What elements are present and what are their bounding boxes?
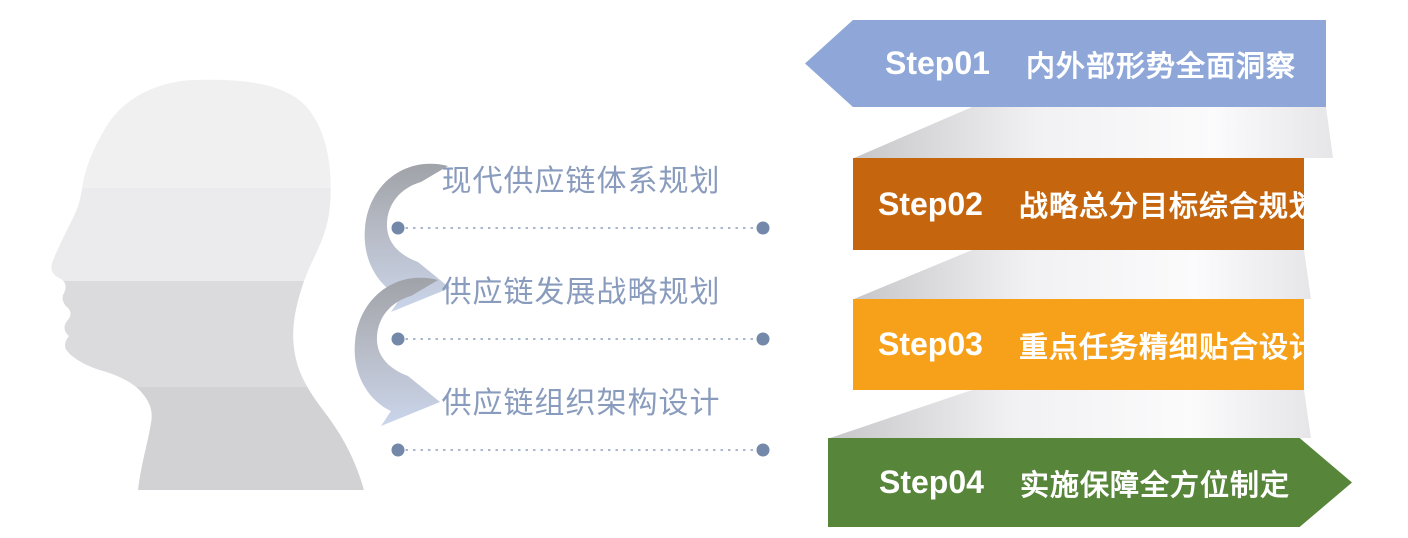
plan-label-modern-supply-chain: 现代供应链体系规划 (441, 165, 721, 198)
plan-label-development-strategy: 供应链发展战略规划 (441, 276, 721, 309)
head-silhouette-icon (51, 79, 364, 490)
step-1-label: 内外部形势全面洞察 (1025, 50, 1296, 83)
ribbon-connectors (830, 107, 1333, 438)
ribbon-3 (830, 390, 1311, 438)
step-3-label: 重点任务精细贴合设计 (1018, 331, 1319, 364)
connector-end-dots (391, 221, 770, 457)
dotted-connectors (398, 227, 763, 451)
step-4-id: Step04 (879, 464, 984, 500)
step-4-label: 实施保障全方位制定 (1019, 469, 1290, 502)
step-3-id: Step03 (878, 326, 983, 362)
step-banner-1: Step01 内外部形势全面洞察 (805, 20, 1326, 107)
plan-label-organization-design: 供应链组织架构设计 (441, 387, 721, 420)
step-banner-2: Step02 战略总分目标综合规划 (853, 158, 1318, 250)
ribbon-2 (854, 250, 1311, 299)
step-2-label: 战略总分目标综合规划 (1018, 191, 1319, 223)
step-banner-3: Step03 重点任务精细贴合设计 (853, 299, 1318, 390)
step-2-id: Step02 (878, 185, 983, 222)
step-banner-4: Step04 实施保障全方位制定 (828, 438, 1352, 527)
ribbon-1 (854, 107, 1333, 158)
step-1-id: Step01 (885, 45, 990, 81)
